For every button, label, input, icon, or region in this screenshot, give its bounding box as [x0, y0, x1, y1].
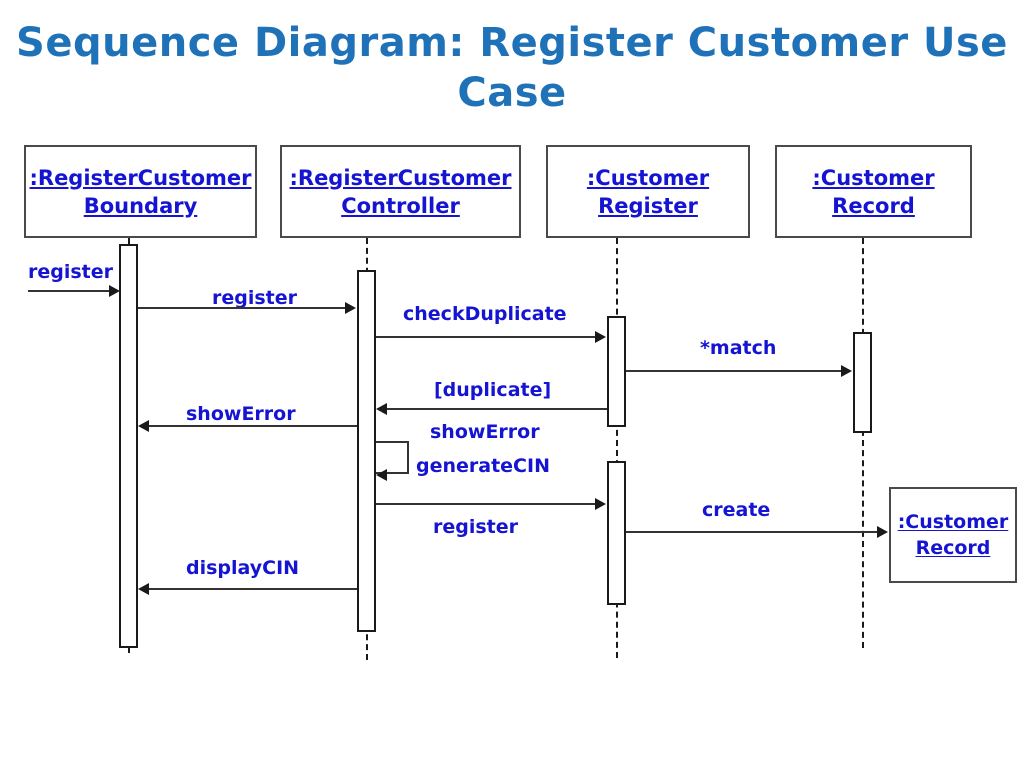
lifeline-label-controller: :RegisterCustomer Controller	[289, 165, 512, 218]
message-line-match	[626, 370, 842, 372]
message-label-register-boundary: register	[212, 287, 298, 309]
message-label-create: create	[702, 499, 771, 521]
lifeline-label-customer-record: :Customer Record	[812, 165, 935, 218]
message-arrowhead-create	[877, 526, 888, 538]
lifeline-dash-customer-register	[616, 238, 618, 658]
message-line-register-actor	[28, 290, 113, 292]
message-label-register-controller: register	[433, 516, 519, 538]
lifeline-box-customer-record[interactable]: :Customer Record	[775, 145, 972, 238]
message-label-show-error-boundary: showError	[186, 403, 296, 425]
message-arrowhead-show-error-boundary	[138, 420, 149, 432]
message-arrowhead-match	[841, 365, 852, 377]
lifeline-box-controller[interactable]: :RegisterCustomer Controller	[280, 145, 521, 238]
message-label-match: *match	[700, 337, 777, 359]
activation-bar-controller	[357, 270, 376, 632]
message-line-create	[626, 531, 878, 533]
message-line-duplicate	[387, 408, 607, 410]
created-object-label: :Customer Record	[897, 511, 1009, 559]
lifeline-box-boundary[interactable]: :RegisterCustomer Boundary	[24, 145, 257, 238]
message-arrowhead-duplicate	[376, 403, 387, 415]
lifeline-dash-customer-record	[862, 238, 864, 648]
lifeline-box-customer-register[interactable]: :Customer Register	[546, 145, 750, 238]
message-line-check-duplicate	[376, 336, 596, 338]
activation-bar-customer-register-2	[607, 461, 626, 605]
message-label-register-actor: register	[28, 261, 114, 283]
message-line-display-cin	[149, 588, 357, 590]
message-arrowhead-display-cin	[138, 583, 149, 595]
message-arrowhead-register-actor	[109, 285, 120, 297]
message-line-show-error-boundary	[149, 425, 357, 427]
message-label-generate-cin: generateCIN	[416, 455, 550, 477]
message-arrowhead-generate-cin	[376, 469, 387, 481]
activation-bar-customer-register-1	[607, 316, 626, 427]
message-label-duplicate: [duplicate]	[434, 379, 552, 401]
message-label-show-error-controller: showError	[430, 421, 540, 443]
message-arrowhead-register-boundary	[345, 302, 356, 314]
message-selfcall-generate-cin	[376, 441, 409, 474]
message-arrowhead-register-controller	[595, 498, 606, 510]
lifeline-label-customer-register: :Customer Register	[586, 165, 710, 218]
activation-bar-boundary	[119, 244, 138, 648]
message-arrowhead-check-duplicate	[595, 331, 606, 343]
created-object-box-customer-record[interactable]: :Customer Record	[889, 487, 1017, 583]
lifeline-label-boundary: :RegisterCustomer Boundary	[29, 165, 252, 218]
page-title: Sequence Diagram: Register Customer Use …	[16, 20, 1008, 116]
activation-bar-customer-record	[853, 332, 872, 433]
message-label-check-duplicate: checkDuplicate	[403, 303, 567, 325]
message-line-register-controller	[376, 503, 596, 505]
message-line-register-boundary	[138, 307, 346, 309]
message-label-display-cin: displayCIN	[186, 557, 300, 579]
